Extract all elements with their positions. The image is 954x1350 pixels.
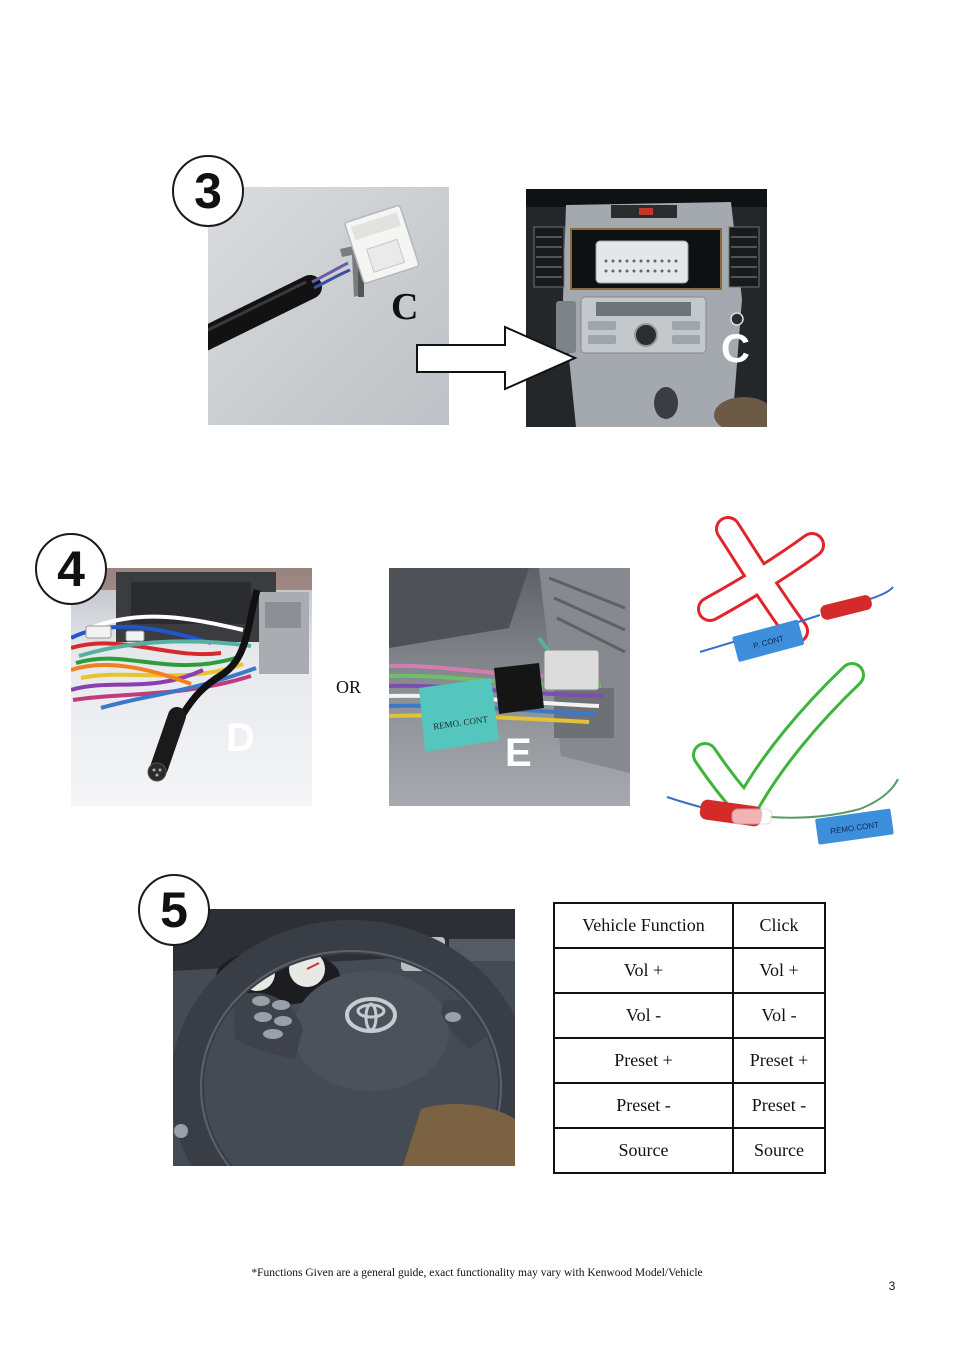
table-header-row: Vehicle Function Click (552, 902, 826, 949)
mini-din-cable (147, 589, 261, 782)
vehicle-function-cell: Preset + (552, 1037, 735, 1084)
header-vehicle-function: Vehicle Function (552, 902, 735, 949)
table-row: Vol + Vol + (552, 947, 826, 994)
steering-buttons (252, 996, 461, 1039)
cyan-remote-tag: REMO. CONT (419, 678, 499, 752)
right-arrow-icon (416, 325, 578, 391)
radio-harness-illustration (71, 568, 312, 806)
step-3-number: 3 (194, 163, 222, 219)
table-row: Preset + Preset + (552, 1037, 826, 1084)
cable-connector-illustration (208, 187, 449, 425)
hazard-button (639, 208, 653, 215)
step-5-marker: 5 (138, 874, 210, 946)
radio-harness-photo (71, 568, 312, 806)
right-air-vent (728, 226, 760, 288)
table-row: Source Source (552, 1127, 826, 1174)
cable-label-c: C (391, 286, 419, 328)
photo-label-e: E (505, 731, 532, 775)
click-cell: Preset - (732, 1082, 826, 1129)
vehicle-function-cell: Preset - (552, 1082, 735, 1129)
step-5-number: 5 (160, 882, 188, 938)
dash-connector (595, 240, 689, 284)
black-tape (494, 663, 544, 714)
right-wire: REMO.CONT (666, 778, 899, 845)
photo-label-d: D (226, 716, 255, 760)
or-separator: OR (336, 677, 362, 697)
dash-label-c: C (721, 327, 750, 371)
remote-wire-photo: REMO. CONT (389, 568, 630, 806)
table-row: Vol - Vol - (552, 992, 826, 1039)
function-table: Vehicle Function Click Vol + Vol + Vol -… (552, 902, 826, 1174)
wire-comparison: P. CONT REMO.CONT (666, 516, 899, 845)
header-click: Click (732, 902, 826, 949)
harness-wires (71, 614, 257, 710)
page-number: 3 (888, 1279, 896, 1293)
wrong-wire: P. CONT (699, 586, 894, 662)
click-cell: Vol + (732, 947, 826, 994)
table-row: Preset - Preset - (552, 1082, 826, 1129)
wrong-tag: P. CONT (732, 619, 804, 662)
steering-wheel-photo (173, 909, 515, 1166)
footer-note: *Functions Given are a general guide, ex… (251, 1267, 703, 1279)
remote-wire-illustration: REMO. CONT (389, 568, 630, 806)
dashboard-illustration (526, 189, 767, 427)
step-4-number: 4 (57, 541, 85, 597)
thin-wires (311, 261, 351, 290)
toyota-logo (345, 997, 397, 1033)
cable-connector-photo (208, 187, 449, 425)
climate-panel (580, 296, 707, 354)
vehicle-function-cell: Vol + (552, 947, 735, 994)
right-tag: REMO.CONT (815, 808, 894, 845)
left-air-vent (533, 226, 565, 288)
white-connector (344, 205, 420, 284)
black-cable (208, 275, 322, 351)
check-mark-icon (692, 662, 865, 820)
vehicle-function-cell: Source (552, 1127, 735, 1174)
vehicle-function-cell: Vol - (552, 992, 735, 1039)
step-4-marker: 4 (35, 533, 107, 605)
cross-mark-icon (697, 516, 825, 644)
driver-knee (403, 1104, 515, 1166)
click-cell: Source (732, 1127, 826, 1174)
step-3-marker: 3 (172, 155, 244, 227)
metal-bracket (340, 245, 364, 297)
wheel-rim (173, 920, 515, 1166)
click-cell: Preset + (732, 1037, 826, 1084)
click-cell: Vol - (732, 992, 826, 1039)
dashboard-photo (526, 189, 767, 427)
steering-wheel-illustration (173, 909, 515, 1166)
